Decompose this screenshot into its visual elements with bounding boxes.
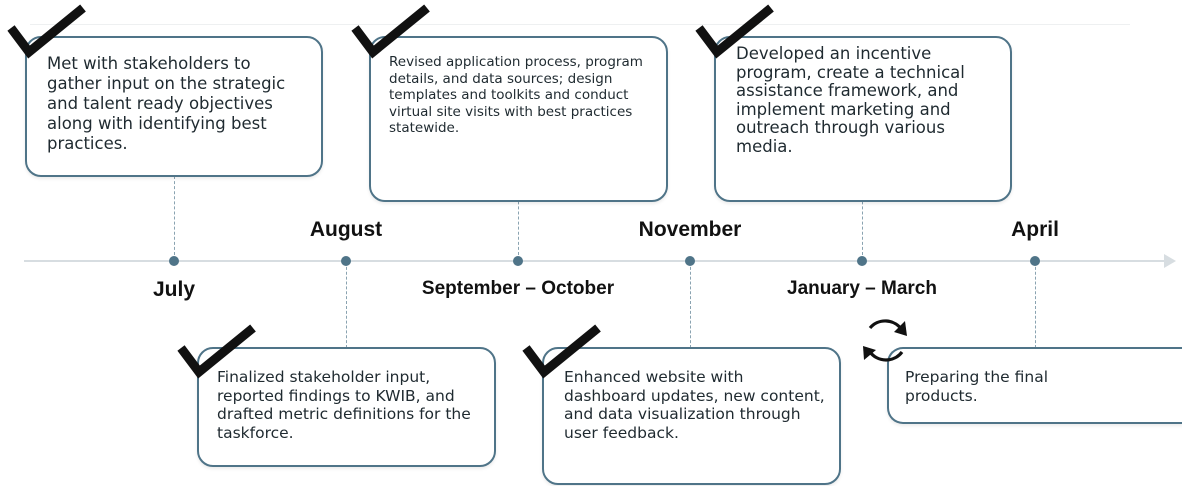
check-icon xyxy=(7,4,86,59)
check-icon xyxy=(522,324,601,379)
marker-sep-oct xyxy=(513,256,523,266)
marker-august xyxy=(341,256,351,266)
card-sep-oct-text: Revised application process, program det… xyxy=(389,54,643,136)
connector-july xyxy=(174,176,175,260)
connector-jan-mar xyxy=(862,176,863,260)
check-icon xyxy=(177,324,256,379)
card-july: Met with stakeholders to gather input on… xyxy=(25,36,323,177)
top-divider xyxy=(30,24,1130,25)
label-jan-mar: January – March xyxy=(787,278,937,299)
label-november: November xyxy=(638,218,742,241)
card-april: Preparing the final products. xyxy=(887,347,1182,424)
marker-november xyxy=(685,256,695,266)
check-icon xyxy=(695,4,774,59)
card-august: Finalized stakeholder input, reported fi… xyxy=(197,347,496,467)
marker-april xyxy=(1030,256,1040,266)
check-icon xyxy=(351,4,430,59)
timeline-axis xyxy=(24,260,1164,262)
connector-sep-oct xyxy=(518,176,519,260)
card-november-text: Enhanced website with dashboard updates,… xyxy=(564,368,825,442)
marker-jan-mar xyxy=(857,256,867,266)
timeline-arrowhead xyxy=(1164,254,1176,268)
card-november: Enhanced website with dashboard updates,… xyxy=(542,347,841,485)
connector-august xyxy=(346,262,347,348)
marker-july xyxy=(169,256,179,266)
card-jan-mar-text: Developed an incentive program, create a… xyxy=(736,44,965,156)
label-july: July xyxy=(152,278,196,301)
label-sep-oct: September – October xyxy=(421,278,615,299)
card-august-text: Finalized stakeholder input, reported fi… xyxy=(217,368,471,442)
connector-april xyxy=(1035,262,1036,348)
label-april: April xyxy=(1011,218,1059,241)
connector-november xyxy=(690,262,691,348)
card-sep-oct: Revised application process, program det… xyxy=(369,36,668,202)
refresh-icon xyxy=(863,319,907,362)
label-august: August xyxy=(309,218,383,241)
card-jan-mar: Developed an incentive program, create a… xyxy=(714,36,1012,202)
card-july-text: Met with stakeholders to gather input on… xyxy=(47,54,286,153)
card-april-text: Preparing the final products. xyxy=(905,368,1049,405)
